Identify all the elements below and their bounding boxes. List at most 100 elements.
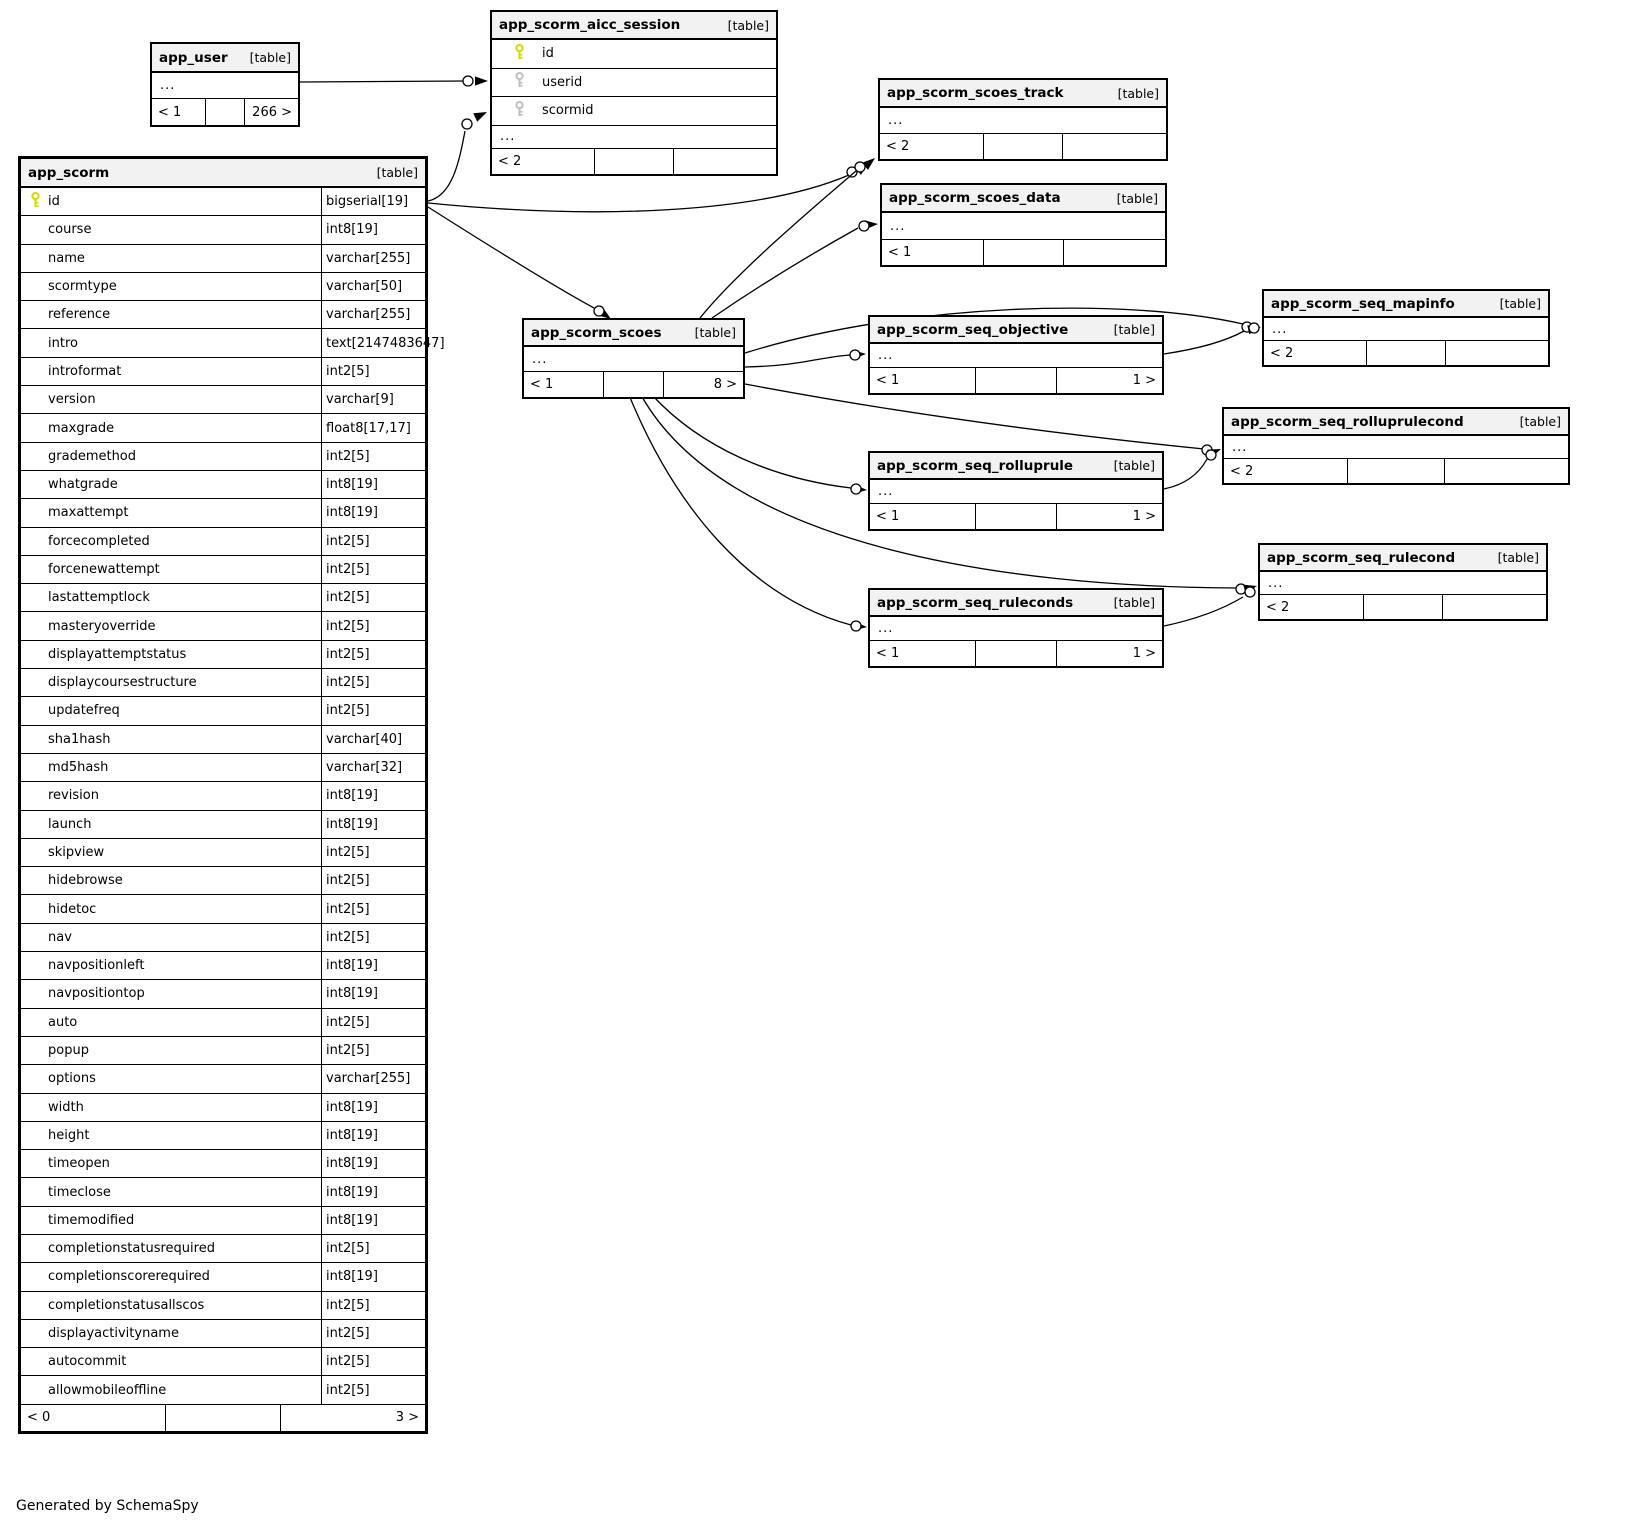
table-title-app_scorm_seq_objective[interactable]: app_scorm_seq_objective: [877, 321, 1069, 338]
hidden-columns-ellipsis: ...: [492, 126, 776, 149]
column-type: int2[5]: [321, 1291, 425, 1319]
column-type: int2[5]: [321, 612, 425, 640]
children-count: [1443, 595, 1546, 619]
column-type: int8[19]: [321, 1178, 425, 1206]
table-title-app_scorm_seq_ruleconds[interactable]: app_scorm_seq_ruleconds: [877, 594, 1074, 611]
children-count: 1 >: [1132, 373, 1156, 388]
table-title-app_scorm_seq_rulecond[interactable]: app_scorm_seq_rulecond: [1267, 549, 1456, 566]
hidden-columns-ellipsis: ...: [880, 108, 1166, 134]
children-count: 3 >: [395, 1410, 419, 1426]
hidden-columns-ellipsis: ...: [870, 344, 1162, 368]
relationship-edge-app_user-to-app_scorm_aicc_session: [299, 75, 488, 87]
table-header: app_scorm_seq_rolluprulecond[table]: [1224, 409, 1568, 436]
relationship-edge-app_scorm-to-app_scorm_scoes: [427, 206, 611, 319]
table-title-app_scorm_seq_rolluprulecond[interactable]: app_scorm_seq_rolluprulecond: [1231, 413, 1464, 430]
table-header: app_user [table]: [152, 44, 298, 73]
parents-count: < 1: [530, 377, 554, 392]
table-title-app_scorm_scoes[interactable]: app_scorm_scoes: [531, 324, 662, 341]
hidden-columns-ellipsis: ...: [1264, 318, 1548, 341]
generator-credit: Generated by SchemaSpy: [16, 1498, 199, 1514]
table-app_scorm_seq_objective: app_scorm_seq_objective [table]... < 1 1 >: [868, 315, 1164, 395]
column-type: int2[5]: [321, 1234, 425, 1263]
table-tag: [table]: [1113, 595, 1155, 610]
column-name: revision: [48, 788, 99, 804]
column-name: md5hash: [48, 760, 109, 776]
parents-count: < 1: [876, 373, 900, 388]
table-tag: [table]: [1113, 322, 1155, 337]
table-tag: [table]: [376, 165, 418, 180]
edge-zero-or-one-dot: [462, 75, 474, 87]
relationship-edge-app_scorm_scoes-to-app_scorm_scoes_data: [711, 220, 878, 319]
column-type: int2[5]: [321, 357, 425, 386]
table-title-app_scorm_scoes_track[interactable]: app_scorm_scoes_track: [887, 85, 1064, 101]
column-name: options: [48, 1071, 96, 1087]
column-type: int8[19]: [321, 1206, 425, 1234]
parents-count: < 1: [888, 245, 912, 260]
hidden-columns-ellipsis: ...: [870, 617, 1162, 641]
relationship-edge-app_scorm_scoes-to-app_scorm_seq_ruleconds: [628, 394, 867, 632]
column-name: hidebrowse: [48, 873, 123, 889]
foreign-key-icon: [514, 100, 525, 121]
relationship-edge-app_scorm_seq_rolluprule-to-app_scorm_seq_rolluprulecond: [1163, 449, 1221, 490]
edge-arrowhead: [862, 158, 875, 170]
table-tag: [table]: [1499, 296, 1541, 311]
table-degree-footer: < 2: [1264, 341, 1548, 365]
table-title-app_user[interactable]: app_user: [159, 49, 228, 66]
edge-zero-or-one-dot: [854, 161, 866, 173]
edge-zero-or-one-dot: [846, 166, 858, 178]
table-title-app_scorm_seq_rolluprule[interactable]: app_scorm_seq_rolluprule: [877, 457, 1074, 474]
table-title-app_scorm_scoes_data[interactable]: app_scorm_scoes_data: [889, 190, 1061, 206]
column-type: bigserial[19]: [321, 188, 425, 216]
table-title-app_scorm_aicc_session[interactable]: app_scorm_aicc_session: [499, 17, 681, 33]
column-row-userid: userid: [492, 69, 776, 97]
column-name: id: [542, 46, 554, 62]
parents-count: < 2: [498, 153, 522, 169]
column-name: completionstatusrequired: [48, 1241, 215, 1257]
children-count: 1 >: [1132, 509, 1156, 524]
table-header: app_scorm_aicc_session[table]: [492, 12, 776, 40]
children-count: [1445, 459, 1568, 483]
column-name: scormtype: [48, 279, 117, 295]
column-name: timeopen: [48, 1156, 110, 1172]
column-type: int8[19]: [321, 1150, 425, 1178]
column-name: displaycoursestructure: [48, 675, 197, 691]
footer-spacer: [1365, 341, 1447, 365]
children-count: [1063, 134, 1166, 159]
table-tag: [table]: [1497, 550, 1539, 565]
column-type: int2[5]: [321, 1036, 425, 1065]
table-title-app_scorm[interactable]: app_scorm: [28, 164, 110, 181]
column-name: hidetoc: [48, 901, 97, 917]
column-name: completionscorerequired: [48, 1269, 210, 1285]
table-header: app_scorm_seq_rolluprule[table]: [870, 453, 1162, 480]
table-tag: [table]: [249, 50, 291, 65]
column-name: autocommit: [48, 1354, 127, 1370]
column-row-id: id: [492, 40, 776, 69]
column-name: whatgrade: [48, 477, 118, 493]
footer-spacer: [983, 240, 1064, 265]
column-name: lastattemptlock: [48, 590, 150, 606]
column-name: navpositionleft: [48, 958, 145, 974]
table-title-app_scorm_seq_mapinfo[interactable]: app_scorm_seq_mapinfo: [1271, 295, 1455, 312]
edge-zero-or-one-dot: [849, 349, 861, 361]
relationship-edge-app_scorm_scoes-to-app_scorm_scoes_track: [699, 158, 875, 319]
table-app_scorm_scoes_track: app_scorm_scoes_track[table]...< 2: [878, 78, 1168, 161]
column-type: varchar[255]: [321, 301, 425, 329]
footer-spacer: [165, 1404, 281, 1431]
